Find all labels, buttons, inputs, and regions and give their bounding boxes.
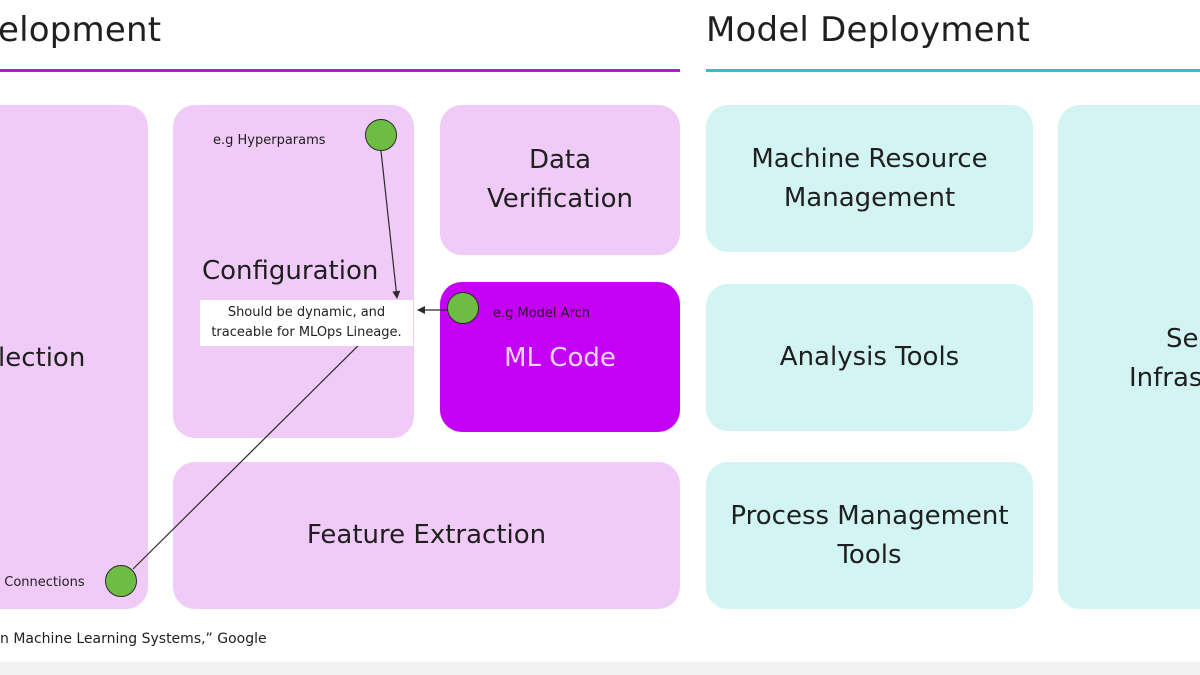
box-machine-resource-label: Machine Resource Management [751, 143, 988, 213]
deployment-rule [706, 69, 1200, 72]
box-data-verification-label: Data Verification [486, 145, 634, 214]
box-machine-resource-management: Machine Resource Management [706, 105, 1033, 252]
box-feature-extraction: Feature Extraction [173, 462, 680, 609]
marker-dot-hyperparams [365, 119, 397, 151]
note-model-arch: e.g Model Arch [493, 306, 591, 321]
box-configuration-label: Configuration [202, 256, 379, 286]
box-data-collection [0, 105, 148, 609]
box-feature-extraction-label: Feature Extraction [306, 520, 547, 550]
box-serving-infrastructure [1058, 105, 1200, 609]
box-ml-code: ML Code [440, 282, 680, 432]
box-serving-label-line1: Se [1166, 324, 1199, 354]
development-rule [0, 69, 680, 72]
box-process-management-label: Process Management Tools [730, 500, 1009, 570]
box-analysis-tools: Analysis Tools [706, 284, 1033, 431]
callout-dynamic-lineage: Should be dynamic, and traceable for MLO… [200, 300, 413, 346]
marker-dot-connections [105, 565, 137, 597]
heading-development: elopment [0, 10, 162, 50]
box-process-management-tools: Process Management Tools [706, 462, 1033, 609]
marker-dot-model-arch [447, 292, 479, 324]
box-data-collection-label: lection [0, 343, 86, 373]
box-ml-code-label: ML Code [504, 342, 616, 373]
note-hyperparams: e.g Hyperparams [213, 133, 326, 148]
bottom-strip [0, 662, 1200, 675]
heading-deployment: Model Deployment [706, 10, 1031, 50]
box-serving-label-line2: Infras [1129, 363, 1200, 393]
source-citation: n Machine Learning Systems,” Google [0, 631, 267, 647]
note-connections: , Connections [0, 575, 85, 590]
box-data-verification: Data Verification [440, 105, 680, 255]
box-analysis-tools-label: Analysis Tools [779, 342, 960, 372]
